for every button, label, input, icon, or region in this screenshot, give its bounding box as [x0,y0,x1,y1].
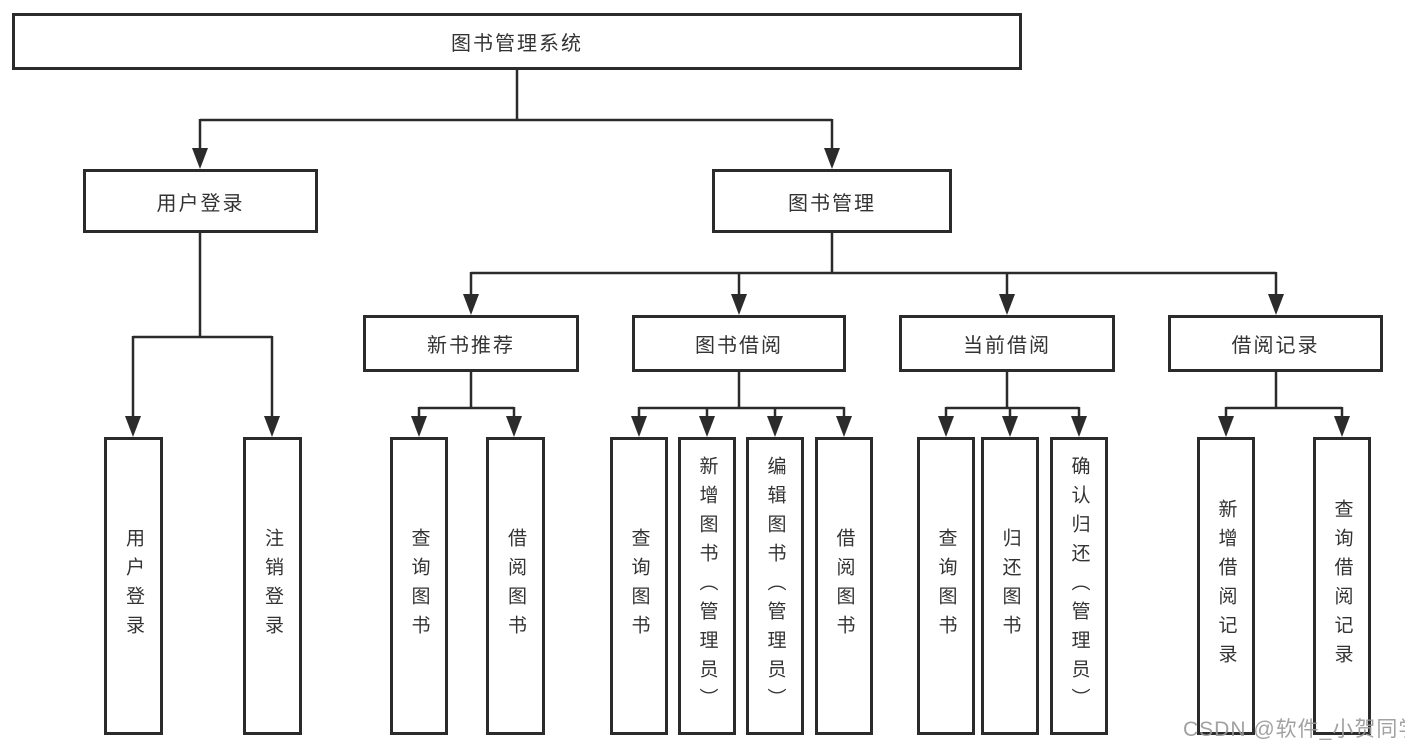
leaf-user-login: 用户登录 [104,437,163,735]
leaf-borrow-borrow-books-label: 借阅图书 [833,528,855,644]
leaf-records-query-record-label: 查询借阅记录 [1331,499,1353,673]
node-borrow-records-label: 借阅记录 [1231,335,1320,357]
leaf-current-return-books: 归还图书 [981,437,1039,735]
leaf-newbook-query-books-label: 查询图书 [408,528,430,644]
node-book-borrow: 图书借阅 [632,315,846,372]
node-root-system: 图书管理系统 [12,13,1022,70]
leaf-newbook-borrow-books-label: 借阅图书 [505,528,526,644]
leaf-records-add-record-label: 新增借阅记录 [1215,499,1237,673]
leaf-current-confirm-return-admin: 确认归还（管理员） [1050,437,1108,735]
leaf-logout: 注销登录 [243,437,302,735]
leaf-borrow-add-books-admin: 新增图书（管理员） [678,437,736,735]
leaf-logout-label: 注销登录 [262,528,283,644]
node-book-management: 图书管理 [712,169,952,233]
leaf-current-confirm-return-admin-label: 确认归还（管理员） [1068,455,1090,717]
node-borrow-records: 借阅记录 [1168,315,1383,372]
leaf-current-return-books-label: 归还图书 [999,528,1021,644]
node-user-login: 用户登录 [83,169,318,233]
leaf-user-login-label: 用户登录 [123,528,144,644]
csdn-watermark: CSDN @软件_小贺同学 [1183,718,1405,741]
node-user-login-label: 用户登录 [156,192,245,215]
leaf-borrow-edit-books-admin-label: 编辑图书（管理员） [764,455,786,717]
node-new-book-recommend-label: 新书推荐 [427,335,515,357]
leaf-borrow-borrow-books: 借阅图书 [815,437,873,735]
leaf-records-query-record: 查询借阅记录 [1313,437,1371,735]
leaf-borrow-query-books-label: 查询图书 [628,528,650,644]
node-current-borrow: 当前借阅 [899,315,1115,372]
leaf-newbook-borrow-books: 借阅图书 [486,437,545,735]
leaf-borrow-query-books: 查询图书 [610,437,668,735]
leaf-newbook-query-books: 查询图书 [390,437,448,735]
node-book-management-label: 图书管理 [788,192,876,215]
leaf-records-add-record: 新增借阅记录 [1197,437,1255,735]
node-book-borrow-label: 图书借阅 [695,335,783,357]
leaf-current-query-books-label: 查询图书 [935,528,957,644]
node-new-book-recommend: 新书推荐 [363,315,579,372]
leaf-borrow-add-books-admin-label: 新增图书（管理员） [696,455,718,717]
node-current-borrow-label: 当前借阅 [963,335,1051,357]
node-root-system-label: 图书管理系统 [451,33,583,55]
arrowheads [125,148,1350,437]
leaf-current-query-books: 查询图书 [917,437,975,735]
leaf-borrow-edit-books-admin: 编辑图书（管理员） [746,437,804,735]
